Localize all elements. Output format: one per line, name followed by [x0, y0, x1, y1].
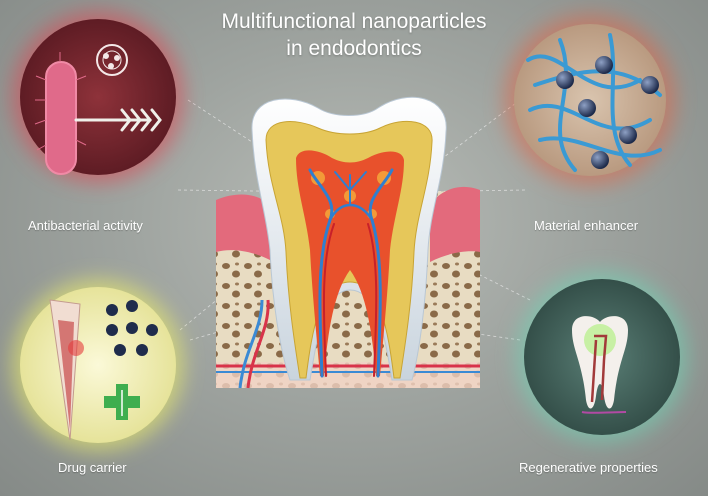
antibacterial-panel — [12, 11, 184, 183]
arrow-icon — [74, 108, 162, 132]
label-regenerative-properties: Regenerative properties — [519, 460, 658, 475]
title-line-2: in endodontics — [286, 37, 422, 60]
central-tooth-illustration — [216, 96, 480, 389]
drug-nanoparticles — [106, 300, 158, 356]
title-line-1: Multifunctional nanoparticles — [221, 10, 487, 33]
label-antibacterial-activity: Antibacterial activity — [28, 218, 143, 233]
tooth-regeneration-icon — [572, 316, 628, 414]
bacterium-icon — [34, 52, 87, 175]
page-title: Multifunctional nanoparticles in endodon… — [0, 8, 708, 62]
tooth-root-icon — [49, 299, 84, 441]
regenerative-panel — [516, 271, 688, 443]
virus-icon — [96, 44, 128, 76]
material-panel — [504, 14, 676, 186]
label-drug-carrier: Drug carrier — [58, 460, 127, 475]
medical-cross-icon — [104, 384, 140, 420]
drug-panel — [12, 279, 184, 451]
label-material-enhancer: Material enhancer — [534, 218, 639, 233]
nanoparticles — [556, 56, 659, 169]
